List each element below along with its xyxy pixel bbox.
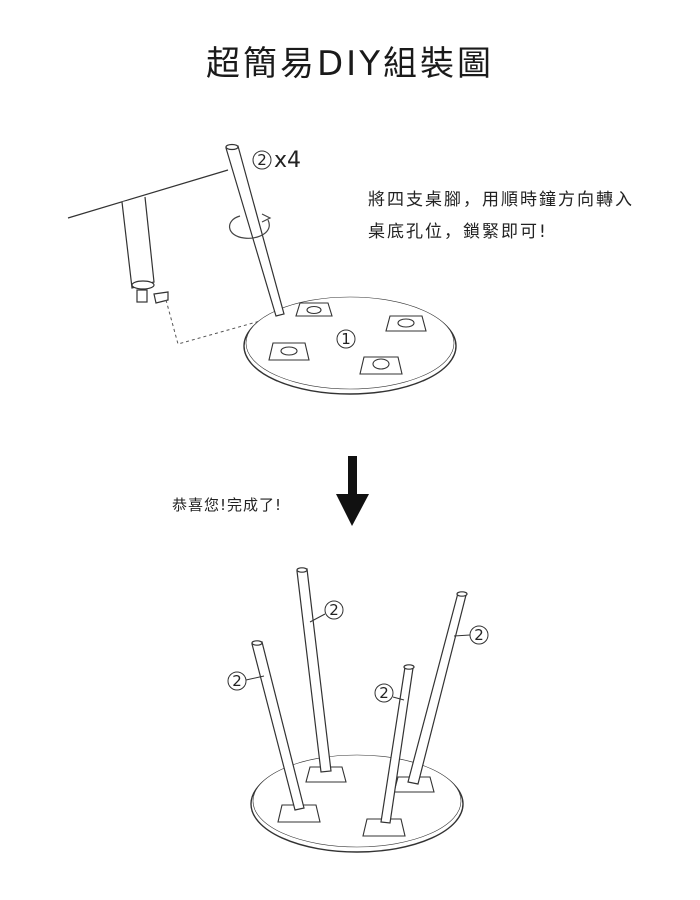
leg-label-3: 2: [232, 672, 242, 690]
instruction-line-1: 將四支桌腳，用順時鐘方向轉入: [368, 190, 634, 210]
dashed-guide-line: [165, 299, 279, 345]
part-2-number: 2: [257, 151, 267, 169]
part-label-2-top: 2 x4: [252, 148, 301, 173]
down-arrow-icon: [336, 456, 369, 526]
leg-labels: 2 2 2 2: [227, 600, 489, 703]
leg-inserting: [225, 143, 285, 317]
quantity-label: x4: [274, 148, 301, 173]
mounting-plates-step2: [277, 766, 435, 837]
leg-closeup: [121, 196, 169, 304]
table-edge-lines: [67, 169, 229, 219]
assembly-instructions: 將四支桌腳，用順時鐘方向轉入 桌底孔位，鎖緊即可!: [368, 184, 668, 248]
congrats-text: 恭喜您!完成了!: [172, 496, 283, 514]
leg-label-4: 2: [379, 684, 389, 702]
page-title: 超簡易DIY組裝圖: [206, 44, 494, 84]
rotate-arrow-icon: [229, 213, 272, 239]
leg-label-1: 2: [329, 601, 339, 619]
table-top-step2: [250, 754, 464, 853]
legs-installed: [251, 567, 468, 824]
part-label-1: 1: [336, 329, 356, 349]
part-1-number: 1: [341, 330, 351, 348]
instruction-line-2: 桌底孔位，鎖緊即可!: [368, 222, 548, 242]
mounting-plates-step1: [268, 302, 427, 375]
leg-label-2: 2: [474, 626, 484, 644]
